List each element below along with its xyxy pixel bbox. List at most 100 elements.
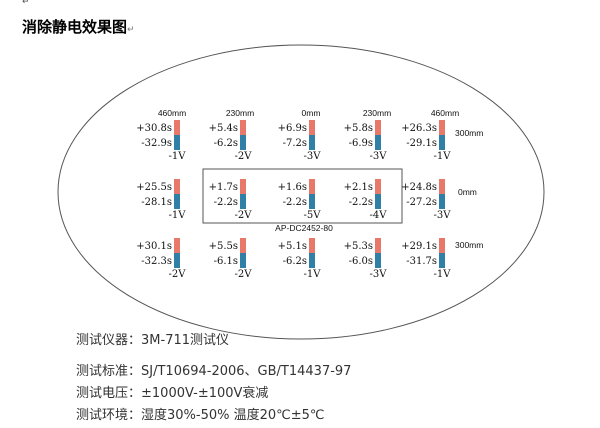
page-title: 消除静电效果图↵ — [22, 16, 135, 37]
negative-bar — [309, 253, 315, 268]
positive-bar — [309, 179, 315, 194]
positive-bar — [375, 179, 381, 194]
note-environment-value: 湿度30%-50% 温度20℃±5℃ — [141, 408, 325, 423]
positive-bar — [375, 238, 381, 253]
negative-bar — [174, 194, 180, 209]
residual-voltage: -1V — [169, 210, 187, 221]
negative-time: -6.0s — [349, 256, 373, 267]
note-standard-value: SJ/T10694-2006、GB/T14437-97 — [141, 364, 352, 379]
positive-bar — [375, 120, 381, 135]
residual-voltage: -5V — [304, 210, 322, 221]
positive-bar — [309, 238, 315, 253]
measurement-cell: +30.1s-32.3s-2V — [136, 238, 186, 280]
measurement-cell: +5.8s -6.9s -3V — [344, 120, 388, 162]
positive-time: +5.1s — [278, 241, 307, 252]
negative-time: -6.2s — [214, 138, 238, 149]
negative-bar — [309, 194, 315, 209]
negative-bar — [240, 135, 246, 150]
positive-time: +6.9s — [278, 123, 307, 134]
positive-time: +30.8s — [136, 123, 172, 134]
positive-time: +5.4s — [209, 123, 238, 134]
residual-voltage: -3V — [370, 269, 388, 280]
residual-voltage: -1V — [169, 151, 187, 162]
paragraph-mark: ↵ — [127, 25, 135, 35]
residual-voltage: -2V — [235, 210, 253, 221]
negative-time: -27.2s — [406, 197, 437, 208]
residual-voltage: -1V — [304, 269, 322, 280]
negative-time: -6.1s — [214, 256, 238, 267]
negative-time: -2.2s — [349, 197, 373, 208]
test-area-ellipse — [57, 44, 545, 340]
positive-bar — [240, 238, 246, 253]
residual-voltage: -4V — [370, 210, 388, 221]
device-label: AP-DC2452-80 — [275, 223, 333, 233]
note-standard-label: 测试标准： — [76, 364, 142, 379]
positive-time: +24.8s — [401, 182, 437, 193]
negative-bar — [439, 135, 445, 150]
measurement-cell: +5.5s-6.1s-2V — [209, 238, 252, 280]
positive-time: +30.1s — [136, 241, 172, 252]
negative-time: -2.2s — [283, 197, 307, 208]
positive-time: +1.6s — [278, 182, 307, 193]
note-voltage-label: 测试电压： — [76, 386, 142, 401]
measurement-cell: +29.1s-31.7s-1V — [401, 238, 451, 280]
positive-time: +5.3s — [344, 241, 373, 252]
residual-voltage: -1V — [434, 269, 452, 280]
negative-time: -2.2s — [214, 197, 238, 208]
negative-bar — [240, 253, 246, 268]
negative-bar — [439, 194, 445, 209]
negative-bar — [439, 253, 445, 268]
positive-bar — [240, 120, 246, 135]
positive-bar — [439, 179, 445, 194]
positive-time: +5.8s — [344, 123, 373, 134]
positive-time: +1.7s — [209, 182, 238, 193]
negative-bar — [375, 194, 381, 209]
negative-bar — [174, 135, 180, 150]
residual-voltage: -3V — [434, 210, 452, 221]
measurement-cell: +5.3s -6.0s -3V — [344, 238, 388, 280]
note-environment: 测试环境：湿度30%-50% 温度20℃±5℃ — [76, 404, 325, 423]
note-instrument: 测试仪器：3M-711测试仪 — [76, 329, 229, 348]
row-label: 0mm — [458, 187, 477, 197]
measurement-cell: +5.4s-6.2s-2V — [209, 120, 252, 162]
negative-time: -6.2s — [283, 256, 307, 267]
negative-time: -7.2s — [283, 138, 307, 149]
device-frame — [202, 168, 403, 224]
negative-bar — [309, 135, 315, 150]
measurement-cell: +24.8s -27.2s -3V — [401, 179, 451, 221]
measurement-cell: +30.8s-32.9s-1V — [136, 120, 186, 162]
residual-voltage: -1V — [434, 151, 452, 162]
positive-bar — [439, 120, 445, 135]
column-label: 460mm — [158, 108, 186, 118]
positive-time: +25.5s — [136, 182, 172, 193]
column-label: 230mm — [226, 108, 254, 118]
measurement-cell: +5.1s -6.2s -1V — [278, 238, 322, 280]
measurement-cell: +6.9s -7.2s -3V — [278, 120, 322, 162]
positive-bar — [174, 238, 180, 253]
positive-time: +2.1s — [344, 182, 373, 193]
positive-bar — [240, 179, 246, 194]
measurement-cell: +1.6s -2.2s -5V — [278, 179, 322, 221]
measurement-cell: +26.3s-29.1s-1V — [401, 120, 451, 162]
measurement-cell: +25.5s -28.1s -1V — [136, 179, 186, 221]
measurement-cell: +1.7s -2.2s -2V — [209, 179, 253, 221]
negative-time: -32.3s — [141, 256, 172, 267]
note-voltage: 测试电压：±1000V-±100V衰减 — [76, 382, 268, 401]
positive-bar — [174, 120, 180, 135]
note-instrument-label: 测试仪器： — [76, 333, 142, 348]
residual-voltage: -3V — [304, 151, 322, 162]
negative-bar — [375, 253, 381, 268]
positive-bar — [309, 120, 315, 135]
negative-time: -28.1s — [141, 197, 172, 208]
note-standard: 测试标准：SJ/T10694-2006、GB/T14437-97 — [76, 360, 351, 379]
measurement-cell: +2.1s -2.2s -4V — [344, 179, 388, 221]
row-label: 300mm — [455, 240, 483, 250]
residual-voltage: -3V — [370, 151, 388, 162]
note-voltage-value: ±1000V-±100V衰减 — [141, 386, 269, 401]
negative-time: -31.7s — [406, 256, 437, 267]
note-environment-label: 测试环境： — [76, 408, 142, 423]
negative-bar — [174, 253, 180, 268]
negative-time: -6.9s — [349, 138, 373, 149]
negative-bar — [240, 194, 246, 209]
